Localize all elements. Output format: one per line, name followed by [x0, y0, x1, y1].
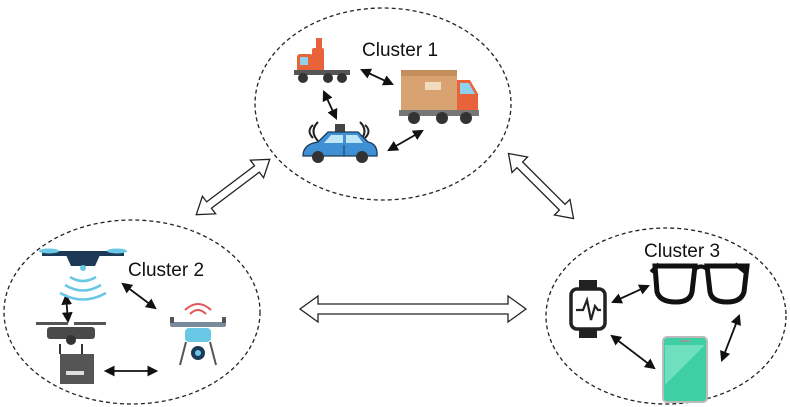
inter-cluster-arrow-1-2 — [195, 158, 271, 216]
cluster-1-boundary — [254, 7, 512, 201]
signal-drone-icon — [170, 303, 226, 366]
smartphone-icon — [662, 336, 708, 403]
smartwatch-icon — [569, 280, 607, 338]
cargo-drone-icon — [36, 322, 106, 384]
link-drone-cargo — [61, 293, 73, 324]
smart-glasses-icon — [649, 262, 750, 305]
link-tractor-car — [322, 90, 338, 120]
link-watch-phone — [610, 334, 656, 370]
inter-cluster-arrow-2-3 — [298, 294, 528, 324]
inter-cluster-arrow-1-3 — [507, 152, 575, 220]
cluster-3-boundary — [545, 227, 787, 405]
cluster-2-label: Cluster 2 — [128, 260, 204, 281]
link-drone-signal — [121, 282, 157, 310]
link-glasses-phone — [720, 313, 741, 363]
delivery-truck-icon — [399, 70, 479, 124]
cluster-2-boundary — [3, 219, 261, 405]
link-watch-glasses — [611, 284, 650, 304]
cluster-3-label: Cluster 3 — [644, 241, 720, 262]
link-tractor-truck — [360, 68, 394, 86]
autonomous-car-icon — [302, 121, 378, 163]
surveillance-drone-icon — [39, 248, 127, 301]
cluster-1-label: Cluster 1 — [362, 40, 438, 61]
link-car-truck — [387, 129, 424, 152]
tractor-truck-icon — [294, 38, 350, 83]
